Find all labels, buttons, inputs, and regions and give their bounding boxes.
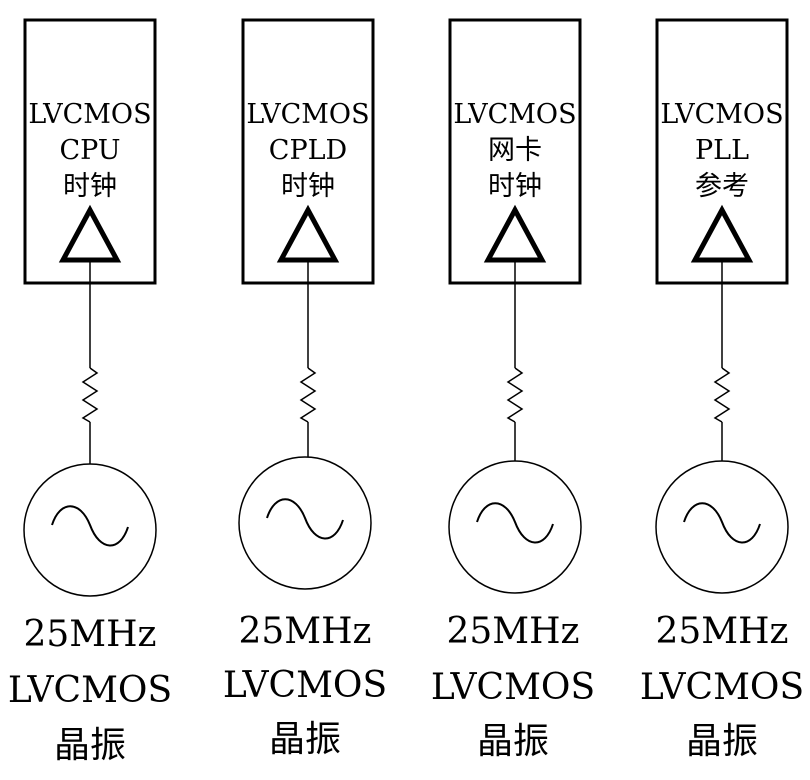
chip-label-line-3: 时钟 — [63, 171, 117, 202]
crystal-label-line-1: 25MHz — [238, 611, 371, 652]
clock-unit-cpu: LVCMOS CPU 时钟 25MHz LVCMOS 晶振 — [8, 18, 172, 766]
clock-unit-pll: LVCMOS PLL 参考 25MHz LVCMOS 晶振 — [640, 18, 804, 762]
crystal-label-line-3: 晶振 — [269, 719, 341, 760]
sine-wave-icon — [683, 502, 761, 544]
sine-wave-icon — [266, 498, 344, 540]
chip-label-line-3: 参考 — [695, 171, 749, 202]
crystal-label-line-1: 25MHz — [23, 614, 156, 655]
clock-unit-cpld: LVCMOS CPLD 时钟 25MHz LVCMOS 晶振 — [223, 18, 387, 760]
sine-wave-icon — [51, 505, 129, 547]
oscillator-circle-icon — [238, 456, 372, 590]
chip-label-line-3: 时钟 — [281, 171, 335, 202]
resistor-icon — [299, 367, 317, 423]
crystal-label-line-3: 晶振 — [477, 721, 549, 762]
crystal-label-line-2: LVCMOS — [223, 665, 387, 706]
resistor-icon — [81, 367, 99, 423]
clock-unit-nic: LVCMOS 网卡 时钟 25MHz LVCMOS 晶振 — [431, 18, 595, 762]
oscillator-circle-icon — [23, 463, 157, 597]
chip-label-line-2: CPLD — [269, 135, 347, 166]
crystal-label-line-1: 25MHz — [655, 611, 788, 652]
chip-box-nic — [448, 18, 582, 285]
chip-label-line-2: CPU — [59, 135, 120, 166]
crystal-label-line-2: LVCMOS — [8, 670, 172, 711]
resistor-icon — [713, 367, 731, 423]
oscillator-circle-icon — [655, 460, 789, 594]
crystal-label-line-1: 25MHz — [446, 611, 579, 652]
chip-label-line-2: PLL — [695, 135, 749, 166]
chip-label-line-1: LVCMOS — [28, 99, 151, 130]
sine-wave-icon — [476, 502, 554, 544]
chip-label-line-2: 网卡 — [488, 135, 542, 166]
crystal-label-line-2: LVCMOS — [640, 667, 804, 708]
chip-label-line-3: 时钟 — [488, 171, 542, 202]
chip-box-pll — [655, 18, 789, 285]
oscillator-circle-icon — [448, 460, 582, 594]
chip-label-line-1: LVCMOS — [246, 99, 369, 130]
chip-label-line-1: LVCMOS — [453, 99, 576, 130]
chip-label-line-1: LVCMOS — [660, 99, 783, 130]
chip-box-cpu — [23, 18, 157, 285]
resistor-icon — [506, 367, 524, 423]
crystal-label-line-3: 晶振 — [54, 725, 126, 766]
crystal-label-line-3: 晶振 — [686, 721, 758, 762]
crystal-label-line-2: LVCMOS — [431, 667, 595, 708]
